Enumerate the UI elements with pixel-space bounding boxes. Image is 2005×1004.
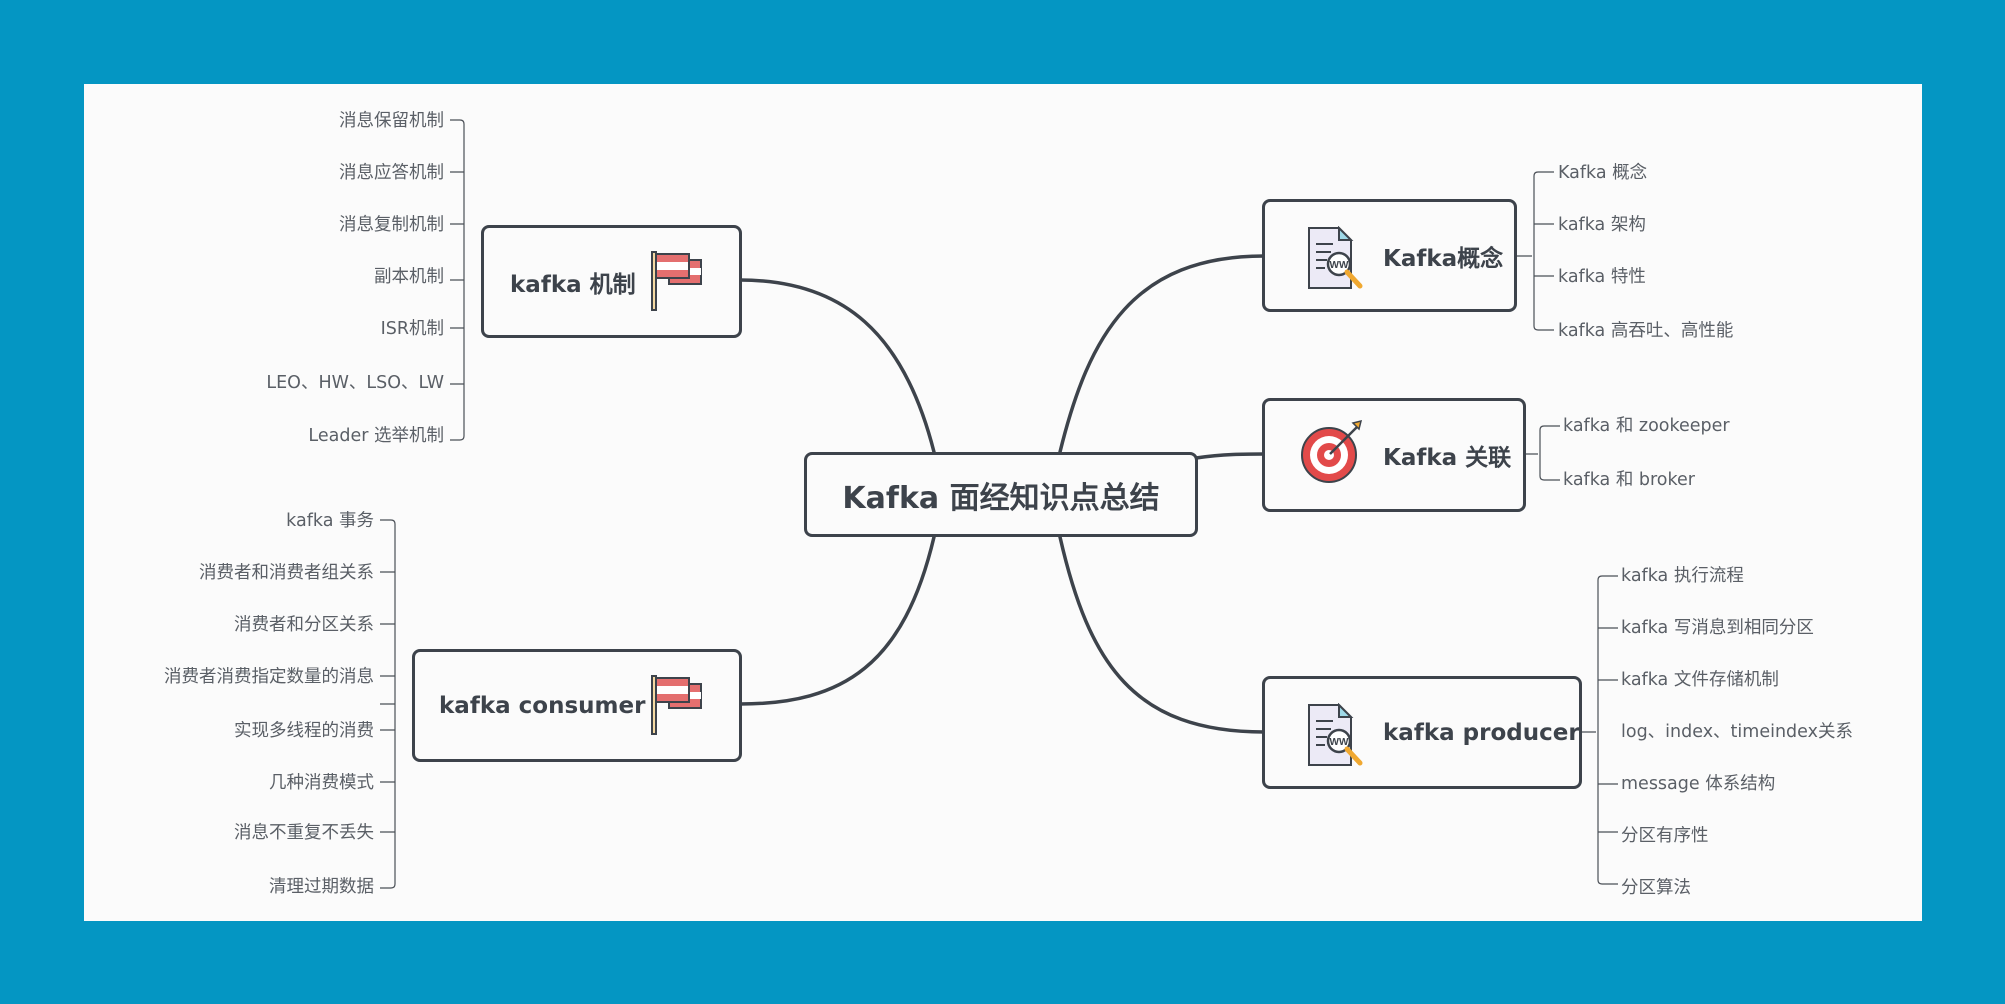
document-search-icon: WW	[1305, 225, 1365, 296]
subtopic-producer-item[interactable]: kafka 写消息到相同分区	[1621, 618, 1814, 638]
subtopic-producer-item[interactable]: 分区算法	[1621, 878, 1691, 898]
svg-text:WW: WW	[1330, 260, 1349, 271]
topic-kafka-relation-title: Kafka 关联	[1383, 445, 1512, 471]
bracket-relation	[1524, 425, 1560, 481]
subtopic-producer-item[interactable]: kafka 执行流程	[1621, 566, 1744, 586]
connector-mechanism	[738, 278, 936, 454]
subtopic-consumer-item[interactable]: 消费者和分区关系	[234, 615, 374, 635]
topic-kafka-producer[interactable]: WW kafka producer	[1262, 676, 1582, 789]
connector-concept	[1058, 254, 1266, 454]
central-topic-title: Kafka 面经知识点总结	[842, 480, 1160, 516]
target-icon	[1299, 419, 1365, 489]
bracket-producer	[1580, 575, 1618, 885]
subtopic-mechanism-item[interactable]: 消息应答机制	[339, 163, 444, 183]
subtopic-mechanism-item[interactable]: 消息保留机制	[339, 111, 444, 131]
subtopic-consumer-item[interactable]: 消息不重复不丢失	[234, 823, 374, 843]
bracket-consumer	[380, 519, 396, 889]
bracket-concept	[1515, 171, 1554, 331]
subtopic-consumer-item[interactable]: 消费者和消费者组关系	[199, 563, 374, 583]
subtopic-mechanism-item[interactable]: Leader 选举机制	[308, 426, 444, 446]
flag-icon	[649, 674, 705, 742]
connector-producer	[1058, 535, 1266, 734]
subtopic-consumer-item[interactable]: 几种消费模式	[269, 773, 374, 793]
subtopic-mechanism-item[interactable]: 副本机制	[374, 267, 444, 287]
flag-icon	[649, 250, 705, 318]
connector-relation	[1194, 452, 1266, 460]
subtopic-mechanism-item[interactable]: ISR机制	[380, 319, 444, 339]
document-search-icon: WW	[1305, 702, 1365, 773]
topic-kafka-producer-title: kafka producer	[1383, 719, 1580, 746]
subtopic-producer-item[interactable]: log、index、timeindex关系	[1621, 722, 1853, 742]
connector-lines	[380, 119, 1618, 889]
topic-kafka-consumer-title: kafka consumer	[439, 692, 646, 719]
svg-text:WW: WW	[1330, 737, 1349, 748]
subtopic-concept-item[interactable]: kafka 架构	[1558, 215, 1646, 235]
subtopic-concept-item[interactable]: kafka 高吞吐、高性能	[1558, 321, 1734, 341]
subtopic-concept-item[interactable]: Kafka 概念	[1558, 163, 1648, 183]
subtopic-consumer-item[interactable]: 消费者消费指定数量的消息	[164, 667, 374, 687]
subtopic-consumer-item[interactable]: 清理过期数据	[269, 877, 374, 897]
subtopic-relation-item[interactable]: kafka 和 broker	[1563, 470, 1695, 490]
subtopic-producer-item[interactable]: message 体系结构	[1621, 774, 1776, 794]
subtopic-producer-item[interactable]: 分区有序性	[1621, 826, 1709, 846]
connector-consumer	[738, 535, 936, 706]
topic-kafka-mechanism[interactable]: kafka 机制	[481, 225, 742, 338]
topic-kafka-concept-title: Kafka概念	[1383, 245, 1504, 272]
central-topic[interactable]: Kafka 面经知识点总结	[804, 452, 1198, 537]
topic-kafka-concept[interactable]: WW Kafka概念	[1262, 199, 1517, 312]
topic-kafka-relation[interactable]: Kafka 关联	[1262, 398, 1526, 512]
bracket-mechanism	[450, 119, 465, 441]
subtopic-consumer-item[interactable]: kafka 事务	[286, 511, 374, 531]
subtopic-concept-item[interactable]: kafka 特性	[1558, 267, 1646, 287]
subtopic-consumer-item[interactable]: 实现多线程的消费	[234, 721, 374, 741]
mindmap-canvas: Kafka 面经知识点总结 kafka 机制 kafka consumer	[84, 84, 1922, 921]
topic-kafka-mechanism-title: kafka 机制	[510, 271, 636, 298]
subtopic-mechanism-item[interactable]: LEO、HW、LSO、LW	[266, 373, 444, 393]
subtopic-producer-item[interactable]: kafka 文件存储机制	[1621, 670, 1779, 690]
topic-kafka-consumer[interactable]: kafka consumer	[412, 649, 742, 762]
subtopic-relation-item[interactable]: kafka 和 zookeeper	[1563, 416, 1730, 436]
subtopic-mechanism-item[interactable]: 消息复制机制	[339, 215, 444, 235]
